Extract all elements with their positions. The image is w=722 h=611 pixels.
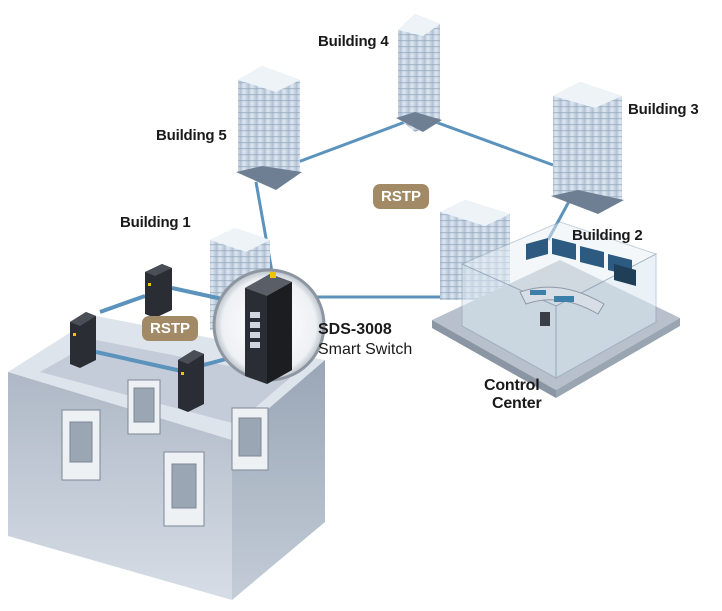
switch-type-label: Smart Switch xyxy=(318,341,413,358)
link-b4-b3 xyxy=(429,118,554,167)
link-b5-b4 xyxy=(297,120,406,164)
building-2-label: Building 2 xyxy=(572,227,643,244)
elevator-cabinets xyxy=(61,379,269,527)
building-3-tower xyxy=(551,82,624,214)
sds-3008-switch-icon xyxy=(245,272,292,384)
building-5-tower xyxy=(236,66,302,190)
switch-magnifier xyxy=(212,268,326,384)
industrial-switch-icon xyxy=(178,350,204,412)
industrial-switch-icon xyxy=(145,264,172,318)
control-center-label-line1: Control xyxy=(484,377,540,394)
building-4-label: Building 4 xyxy=(318,33,389,50)
video-wall-monitors xyxy=(526,238,636,286)
industrial-switch-icon xyxy=(70,312,96,368)
building-1-label: Building 1 xyxy=(120,214,191,231)
rstp-local-badge: RSTP xyxy=(142,316,199,341)
rstp-ring-badge: RSTP xyxy=(373,184,430,209)
building-5-label: Building 5 xyxy=(156,127,227,144)
building-3-label: Building 3 xyxy=(628,101,699,118)
control-center-label-line2: Center xyxy=(492,395,542,412)
building-4-tower xyxy=(396,14,442,132)
operator-chair xyxy=(540,312,550,326)
control-center-room xyxy=(432,221,680,398)
building-1-switches xyxy=(70,264,204,412)
switch-model-label: SDS-3008 xyxy=(318,321,392,338)
